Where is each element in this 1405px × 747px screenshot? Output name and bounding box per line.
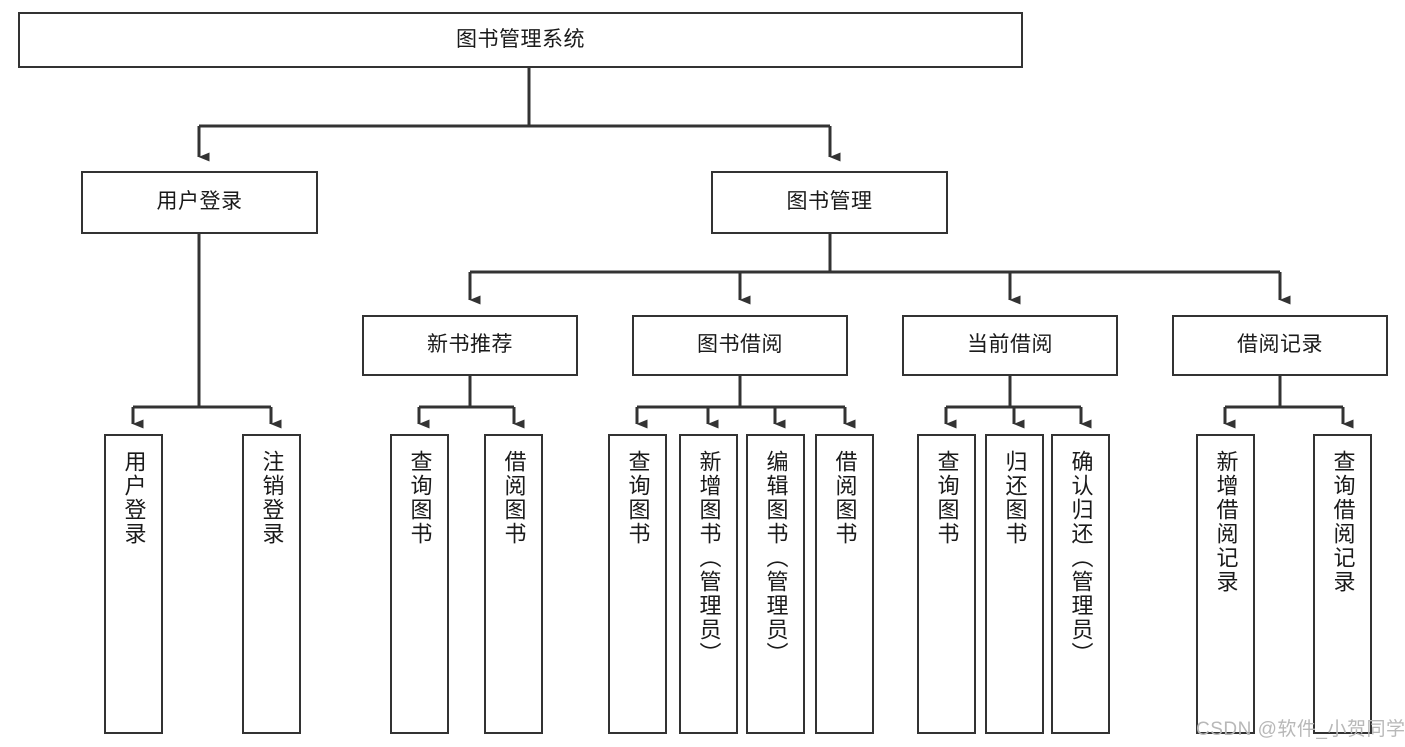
node-new-book-rec[interactable]: 新书推荐: [362, 315, 578, 376]
node-leaf-confirm-return-label: 确认归还（管理员）: [1068, 450, 1094, 666]
node-current-borrow-label: 当前借阅: [967, 333, 1053, 357]
node-leaf-query-book-1-label: 查询图书: [407, 450, 433, 546]
node-leaf-confirm-return[interactable]: 确认归还（管理员）: [1051, 434, 1110, 734]
node-new-book-rec-label: 新书推荐: [427, 333, 513, 357]
node-leaf-query-record-label: 查询借阅记录: [1330, 450, 1356, 594]
node-leaf-add-book-label: 新增图书（管理员）: [696, 450, 722, 666]
node-leaf-add-record-label: 新增借阅记录: [1213, 450, 1239, 594]
node-leaf-user-login[interactable]: 用户登录: [104, 434, 163, 734]
node-leaf-query-book-2[interactable]: 查询图书: [608, 434, 667, 734]
node-borrow-record[interactable]: 借阅记录: [1172, 315, 1388, 376]
node-borrow-record-label: 借阅记录: [1237, 333, 1323, 357]
node-leaf-user-login-label: 用户登录: [121, 450, 147, 546]
node-leaf-user-logout[interactable]: 注销登录: [242, 434, 301, 734]
node-current-borrow[interactable]: 当前借阅: [902, 315, 1118, 376]
node-leaf-query-record[interactable]: 查询借阅记录: [1313, 434, 1372, 734]
node-leaf-borrow-book-1-label: 借阅图书: [501, 450, 527, 546]
node-leaf-query-book-1[interactable]: 查询图书: [390, 434, 449, 734]
node-leaf-borrow-book-2-label: 借阅图书: [832, 450, 858, 546]
node-user-login-label: 用户登录: [156, 190, 243, 214]
node-leaf-edit-book-label: 编辑图书（管理员）: [763, 450, 789, 666]
node-leaf-return-book-label: 归还图书: [1002, 450, 1028, 546]
node-root-label: 图书管理系统: [456, 27, 585, 51]
node-root[interactable]: 图书管理系统: [18, 12, 1023, 68]
node-leaf-query-book-2-label: 查询图书: [625, 450, 651, 546]
node-user-login[interactable]: 用户登录: [81, 171, 318, 234]
node-leaf-query-book-3-label: 查询图书: [934, 450, 960, 546]
node-leaf-borrow-book-1[interactable]: 借阅图书: [484, 434, 543, 734]
node-leaf-query-book-3[interactable]: 查询图书: [917, 434, 976, 734]
node-leaf-borrow-book-2[interactable]: 借阅图书: [815, 434, 874, 734]
node-leaf-add-book[interactable]: 新增图书（管理员）: [679, 434, 738, 734]
node-leaf-add-record[interactable]: 新增借阅记录: [1196, 434, 1255, 734]
watermark-text: CSDN @软件_小贺同学: [1196, 719, 1405, 740]
node-leaf-edit-book[interactable]: 编辑图书（管理员）: [746, 434, 805, 734]
node-book-manage-label: 图书管理: [786, 190, 873, 214]
node-leaf-user-logout-label: 注销登录: [259, 450, 285, 546]
node-book-manage[interactable]: 图书管理: [711, 171, 948, 234]
node-leaf-return-book[interactable]: 归还图书: [985, 434, 1044, 734]
node-book-borrow[interactable]: 图书借阅: [632, 315, 848, 376]
node-book-borrow-label: 图书借阅: [697, 333, 783, 357]
